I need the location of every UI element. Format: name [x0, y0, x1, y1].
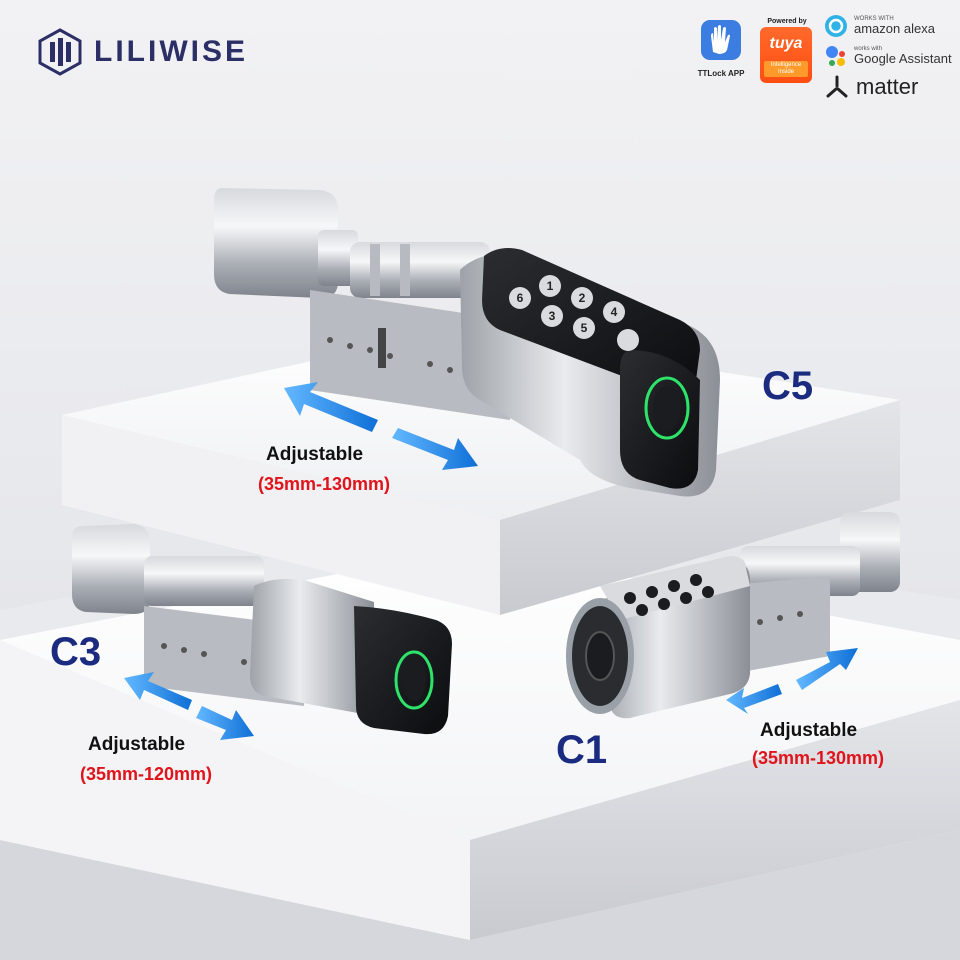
c1-range-label: (35mm-130mm) — [752, 748, 885, 768]
tuya-logo: tuya Intelligence Inside — [760, 27, 812, 83]
ttlock-caption: TTLock APP — [697, 69, 745, 78]
arrow-left-icon — [284, 382, 378, 432]
c5-key-3: 3 — [549, 309, 556, 323]
c1-adjust-arrows — [726, 648, 858, 714]
c1-model-label: C1 — [556, 728, 608, 772]
c5-key-5: 5 — [581, 321, 588, 335]
alexa-badge: WORKS WITH amazon alexa — [824, 14, 952, 38]
c5-model-label: C5 — [762, 364, 814, 408]
matter-word: matter — [856, 74, 919, 99]
fingerprint-icon — [644, 376, 690, 440]
tuya-word: tuya — [769, 35, 803, 52]
google-big: Google Assistant — [854, 51, 952, 66]
arrow-right-icon — [392, 428, 478, 470]
brand-name: LILIWISE — [94, 35, 248, 68]
google-assistant-icon — [826, 46, 845, 66]
c5-key-6: 6 — [517, 291, 524, 305]
ttlock-badge: TTLock APP — [688, 18, 754, 78]
tuya-badge: Powered by tuya Intelligence Inside — [760, 18, 814, 83]
brand-logo-icon — [38, 28, 82, 76]
c3-adjustable-label: Adjustable — [88, 734, 186, 755]
alexa-icon — [825, 15, 847, 37]
c5-key-2: 2 — [579, 291, 586, 305]
ttlock-hand-icon — [701, 20, 741, 60]
fingerprint-icon — [585, 631, 615, 681]
alexa-big: amazon alexa — [854, 21, 935, 36]
matter-icon — [826, 75, 848, 98]
matter-badge: matter — [824, 74, 952, 100]
c3-model-label: C3 — [50, 630, 102, 674]
arrow-left-icon — [726, 684, 782, 714]
c5-adjust-arrows — [284, 382, 478, 470]
tuya-sub: Intelligence Inside — [764, 61, 808, 77]
fingerprint-icon — [394, 650, 434, 710]
c5-range-label: (35mm-130mm) — [258, 474, 391, 494]
c3-adjust-arrows — [124, 672, 254, 740]
c5-adjustable-label: Adjustable — [266, 444, 364, 465]
c1-lock-image — [566, 512, 900, 719]
arrow-left-icon — [124, 672, 192, 710]
assistant-badges: WORKS WITH amazon alexa works with Googl… — [824, 14, 952, 106]
arrow-right-icon — [796, 648, 858, 690]
brand-header: LILIWISE — [36, 28, 248, 76]
c5-lock-image: 1 2 4 3 5 6 — [214, 188, 720, 497]
arrow-right-icon — [196, 706, 254, 740]
c3-lock-image — [72, 524, 452, 735]
alexa-small: WORKS WITH — [854, 16, 894, 22]
c1-adjustable-label: Adjustable — [760, 720, 858, 741]
c5-key-4: 4 — [611, 305, 618, 319]
tuya-powered-by: Powered by — [767, 18, 807, 25]
google-badge: works with Google Assistant — [824, 44, 952, 68]
c5-key-1: 1 — [547, 279, 554, 293]
google-small: works with — [854, 46, 883, 52]
c3-range-label: (35mm-120mm) — [80, 764, 213, 784]
